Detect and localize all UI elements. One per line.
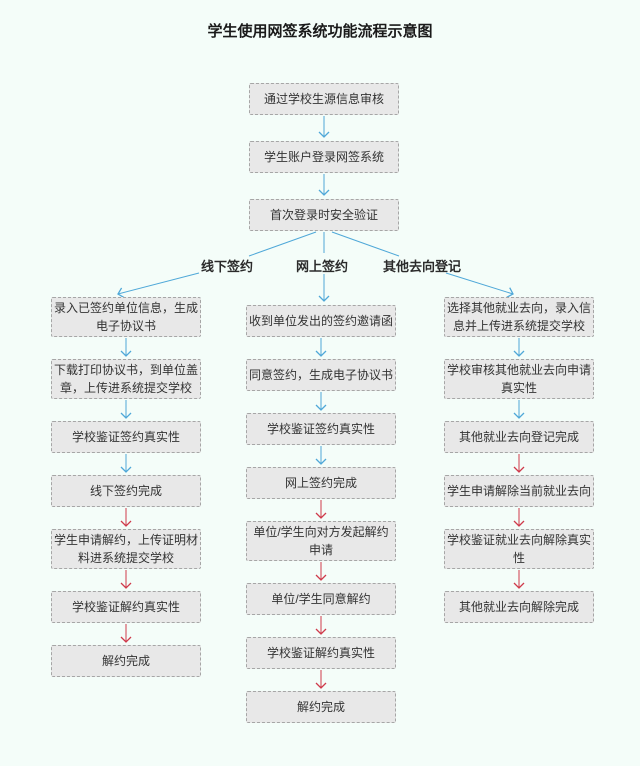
flow-node-other-4: 学生申请解除当前就业去向 xyxy=(444,475,594,507)
flow-node-offline-6: 学校鉴证解约真实性 xyxy=(51,591,201,623)
flow-node-offline-2: 下载打印协议书，到单位盖章，上传进系统提交学校 xyxy=(51,359,201,399)
branch-label-offline: 线下签约 xyxy=(200,259,253,274)
connector-line xyxy=(331,231,400,257)
flow-node-offline-4: 线下签约完成 xyxy=(51,475,201,507)
flow-node-offline-7: 解约完成 xyxy=(51,645,201,677)
flow-node-first-login-verify: 首次登录时安全验证 xyxy=(249,199,399,231)
flow-node-offline-5: 学生申请解约，上传证明材料进系统提交学校 xyxy=(51,529,201,569)
flow-node-online-5: 单位/学生向对方发起解约申请 xyxy=(246,521,396,561)
connector-line xyxy=(248,231,317,257)
flow-node-source-check: 通过学校生源信息审核 xyxy=(249,83,399,115)
connector-arrow xyxy=(445,272,514,298)
flow-node-online-6: 单位/学生同意解约 xyxy=(246,583,396,615)
flow-node-account-login: 学生账户登录网签系统 xyxy=(249,141,399,173)
flow-node-online-8: 解约完成 xyxy=(246,691,396,723)
flow-node-online-3: 学校鉴证签约真实性 xyxy=(246,413,396,445)
branch-label-online: 网上签约 xyxy=(295,259,348,274)
flow-node-other-2: 学校审核其他就业去向申请真实性 xyxy=(444,359,594,399)
flow-node-other-3: 其他就业去向登记完成 xyxy=(444,421,594,453)
flow-node-other-6: 其他就业去向解除完成 xyxy=(444,591,594,623)
flow-node-offline-3: 学校鉴证签约真实性 xyxy=(51,421,201,453)
branch-label-other: 其他去向登记 xyxy=(382,259,461,274)
flow-node-online-1: 收到单位发出的签约邀请函 xyxy=(246,305,396,337)
flow-node-offline-1: 录入已签约单位信息，生成电子协议书 xyxy=(51,297,201,337)
flow-node-online-7: 学校鉴证解约真实性 xyxy=(246,637,396,669)
flow-node-online-4: 网上签约完成 xyxy=(246,467,396,499)
diagram-title: 学生使用网签系统功能流程示意图 xyxy=(207,23,433,40)
flow-node-other-5: 学校鉴证就业去向解除真实性 xyxy=(444,529,594,569)
flow-node-other-1: 选择其他就业去向，录入信息并上传进系统提交学校 xyxy=(444,297,594,337)
flow-node-online-2: 同意签约，生成电子协议书 xyxy=(246,359,396,391)
connector-arrow xyxy=(117,272,200,299)
